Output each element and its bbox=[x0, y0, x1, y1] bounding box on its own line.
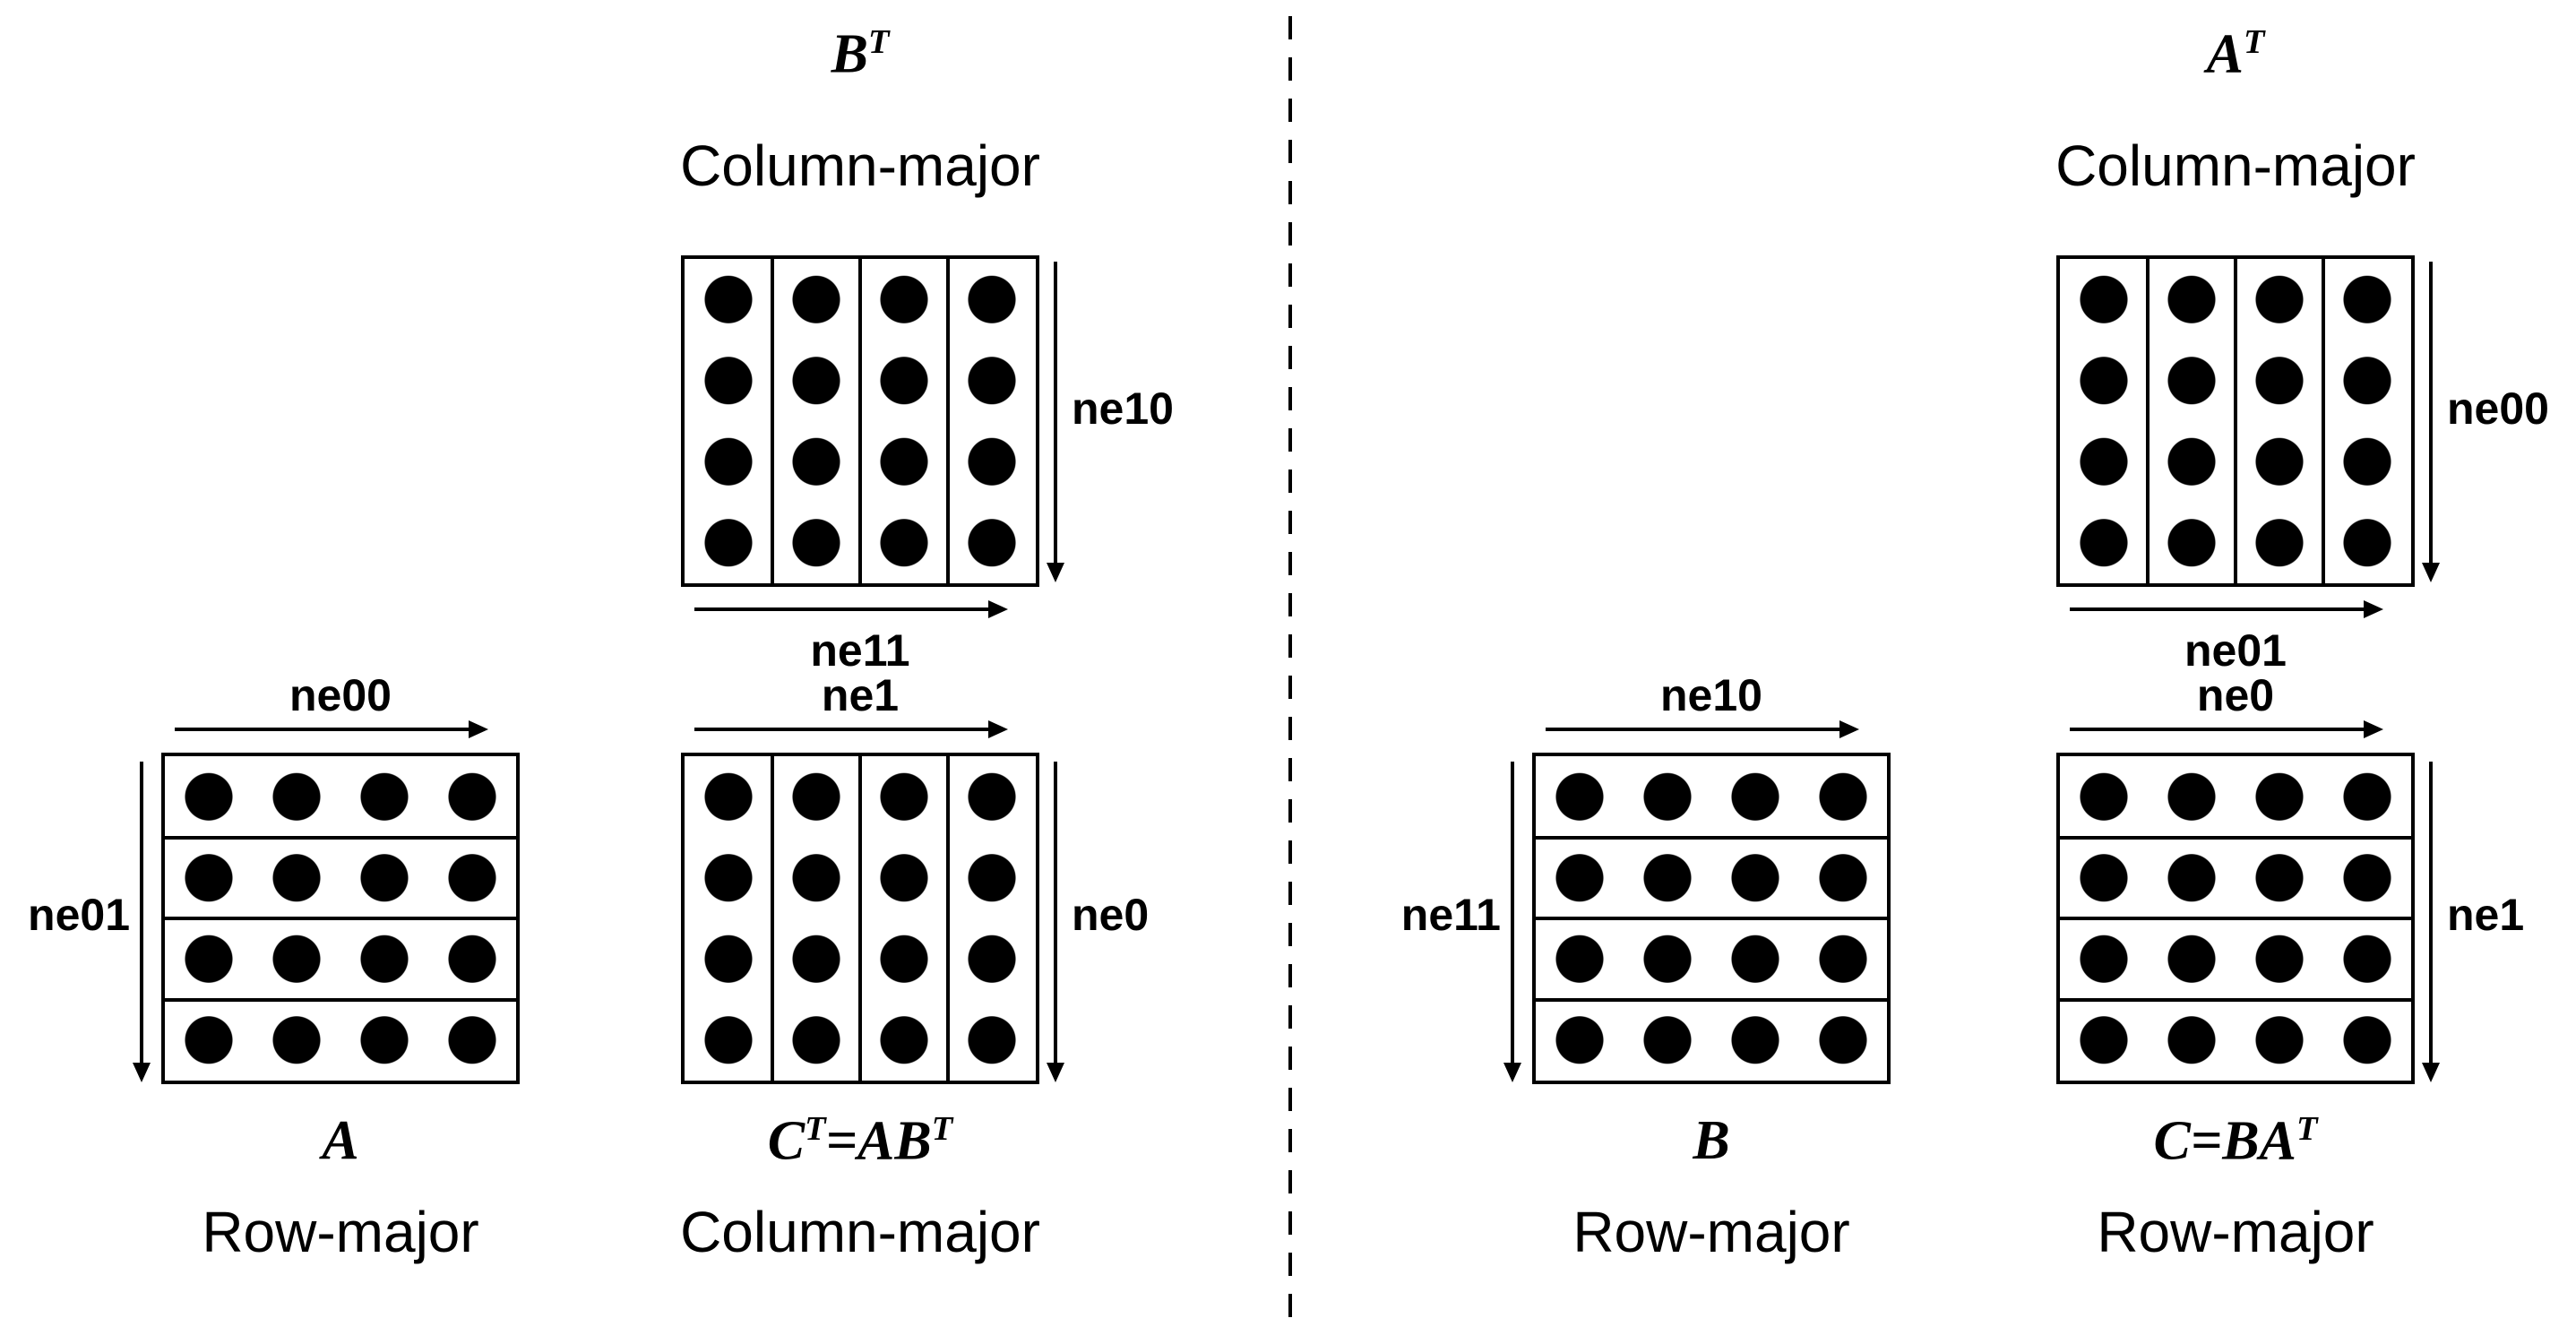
column-divider bbox=[771, 259, 774, 583]
right-arrow bbox=[694, 720, 1008, 738]
dim-label-ne01: ne01 bbox=[2184, 625, 2287, 676]
down-arrow bbox=[1503, 762, 1521, 1082]
dim-label-ne11: ne11 bbox=[810, 625, 910, 676]
column-divider bbox=[858, 756, 862, 1081]
down-arrow bbox=[2422, 262, 2440, 582]
storage-order-label: Column-major bbox=[680, 1200, 1040, 1264]
panel-divider-dashed-line bbox=[1288, 16, 1292, 1328]
storage-order-label: Row-major bbox=[1572, 1200, 1850, 1264]
row-divider bbox=[1536, 835, 1887, 840]
right-arrow bbox=[1546, 720, 1859, 738]
row-divider bbox=[165, 835, 516, 840]
down-arrow bbox=[1047, 262, 1064, 582]
right-arrow bbox=[2070, 600, 2383, 618]
column-divider bbox=[858, 259, 862, 583]
column-divider bbox=[2234, 259, 2237, 583]
dim-label-ne1: ne1 bbox=[821, 670, 900, 720]
storage-order-label: Column-major bbox=[2055, 134, 2416, 198]
matrix-title-c-transpose-equation: CT=ABT bbox=[767, 1110, 953, 1172]
storage-order-label: Column-major bbox=[680, 134, 1040, 198]
dim-label-ne10: ne10 bbox=[1660, 670, 1762, 720]
matrix-grid-a-transpose bbox=[2056, 255, 2415, 587]
row-divider bbox=[1536, 917, 1887, 920]
down-arrow bbox=[2422, 762, 2440, 1082]
column-divider bbox=[2146, 259, 2150, 583]
matrix-title-c-equation: C=BAT bbox=[2153, 1110, 2318, 1172]
matrix-title-a: A bbox=[322, 1110, 359, 1171]
row-divider bbox=[2060, 997, 2411, 1002]
matrix-title-b-transpose: BT bbox=[831, 23, 890, 85]
row-divider bbox=[1536, 997, 1887, 1002]
matrix-title-a-transpose: AT bbox=[2206, 23, 2265, 85]
storage-order-label: Row-major bbox=[202, 1200, 479, 1264]
right-arrow bbox=[175, 720, 488, 738]
down-arrow bbox=[133, 762, 151, 1082]
matrix-grid-a bbox=[161, 753, 520, 1084]
dim-label-ne1: ne1 bbox=[2447, 890, 2525, 940]
dim-label-ne01: ne01 bbox=[28, 890, 130, 940]
down-arrow bbox=[1047, 762, 1064, 1082]
row-divider bbox=[2060, 917, 2411, 920]
column-divider bbox=[946, 756, 950, 1081]
matrix-grid-c-transpose bbox=[681, 753, 1039, 1084]
dim-label-ne0: ne0 bbox=[2196, 670, 2275, 720]
matrix-grid-b bbox=[1532, 753, 1891, 1084]
row-divider bbox=[2060, 835, 2411, 840]
storage-order-label: Row-major bbox=[2097, 1200, 2374, 1264]
dim-label-ne11: ne11 bbox=[1400, 890, 1501, 940]
dim-label-ne00: ne00 bbox=[289, 670, 392, 720]
right-arrow bbox=[2070, 720, 2383, 738]
dim-label-ne00: ne00 bbox=[2447, 383, 2549, 434]
column-divider bbox=[771, 756, 774, 1081]
dim-label-ne0: ne0 bbox=[1072, 890, 1150, 940]
column-divider bbox=[2322, 259, 2325, 583]
matrix-title-b: B bbox=[1693, 1110, 1730, 1171]
column-divider bbox=[946, 259, 950, 583]
dim-label-ne10: ne10 bbox=[1072, 383, 1174, 434]
row-divider bbox=[165, 997, 516, 1002]
matrix-grid-c bbox=[2056, 753, 2415, 1084]
matrix-grid-b-transpose bbox=[681, 255, 1039, 587]
right-arrow bbox=[694, 600, 1008, 618]
row-divider bbox=[165, 917, 516, 920]
